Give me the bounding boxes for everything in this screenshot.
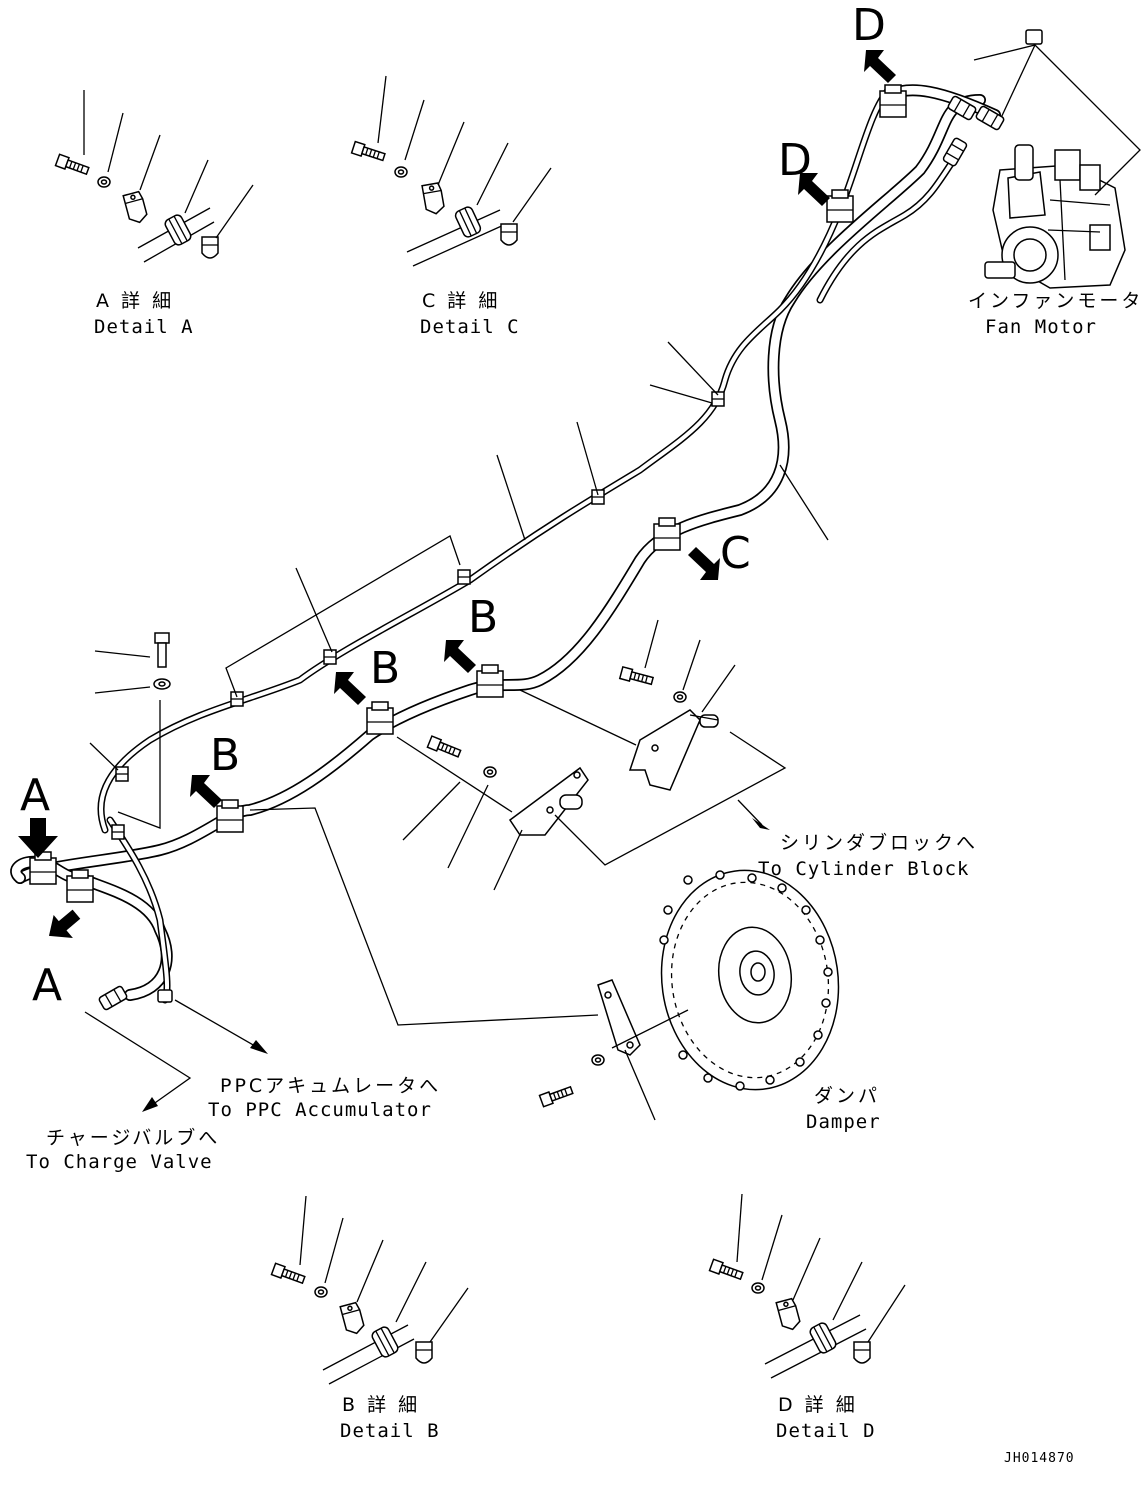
bolt-icon: [54, 153, 91, 178]
grommet-icon: [162, 212, 194, 248]
view-arrow-icon: [190, 775, 222, 808]
bolt-icon: [426, 735, 463, 760]
bolt-icon: [350, 140, 387, 164]
detail-b: B 詳 細 Detail B: [270, 1195, 469, 1442]
clamp-icon: [216, 799, 244, 833]
clamp-icon: [366, 701, 394, 735]
tube-icon: [97, 84, 894, 834]
bracket-icon: [628, 709, 719, 791]
view-letter-c: C: [720, 528, 751, 579]
fitting-icon: [941, 136, 969, 168]
clamp-icon: [201, 236, 219, 259]
view-arrow-icon: [18, 818, 58, 858]
ppc-charge-callouts: PPCアキュムレータへ To PPC Accumulator チャージバルブへ …: [26, 999, 441, 1173]
clamp-icon: [457, 569, 471, 585]
bolt-icon: [619, 666, 655, 688]
bracket-icon: [597, 979, 641, 1056]
view-arrow-icon: [798, 173, 830, 206]
clamp-icon: [323, 649, 337, 665]
clamp-icon: [500, 223, 518, 246]
bolt-icon: [538, 1083, 575, 1108]
clamp-icon: [122, 190, 150, 226]
detail-d: D 詳 細 Detail D: [708, 1193, 906, 1442]
view-arrow-icon: [444, 640, 476, 673]
charge-valve-jp-label: チャージバルブへ: [46, 1126, 220, 1149]
washer-icon: [97, 176, 111, 188]
clamp-icon: [853, 1341, 871, 1364]
detail-c: C 詳 細 Detail C: [350, 75, 552, 338]
clamp-icon: [421, 181, 446, 217]
detail-c-jp-label: C 詳 細: [422, 290, 500, 312]
fan-motor: インファンモータ Fan Motor: [968, 29, 1143, 338]
view-letter-a-bottom: A: [32, 960, 62, 1011]
washer-icon: [394, 166, 408, 178]
damper-label: Damper: [806, 1111, 881, 1133]
detail-a-label: Detail A: [94, 316, 194, 338]
piping: [10, 84, 1006, 1012]
view-arrow-icon: [864, 50, 896, 83]
detail-b-label: Detail B: [340, 1420, 440, 1442]
damper-icon: [659, 869, 840, 1091]
grommet-icon: [369, 1324, 401, 1360]
washer-icon: [314, 1286, 328, 1298]
clamp-icon: [415, 1341, 433, 1364]
cylinder-block-label: To Cylinder Block: [758, 858, 969, 880]
bolt-icon: [270, 1262, 307, 1287]
detail-a: A 詳 細 Detail A: [54, 90, 254, 338]
clamp-icon: [775, 1297, 803, 1333]
bracket-icon: [508, 766, 589, 836]
leader-lines: [89, 341, 829, 829]
fitting-icon: [97, 984, 129, 1012]
view-letter-b-left: B: [210, 730, 240, 781]
hose-icon: [322, 1324, 409, 1371]
view-arrows: A A B B B C D D: [18, 0, 896, 1011]
left-bolt-group: [153, 632, 171, 690]
detail-a-jp-label: A 詳 細: [96, 290, 174, 312]
washer-icon: [591, 1054, 605, 1066]
hose-icon: [764, 1314, 861, 1365]
clamp-icon: [339, 1301, 367, 1337]
fitting-icon: [974, 104, 1006, 132]
damper-jp-label: ダンパ: [814, 1085, 880, 1107]
clamp-icon: [476, 664, 504, 698]
damper: ダンパ Damper: [249, 807, 881, 1133]
clamp-icon: [111, 824, 125, 840]
detail-d-label: Detail D: [776, 1420, 876, 1442]
charge-valve-label: To Charge Valve: [26, 1151, 213, 1173]
view-arrow-icon: [334, 672, 366, 705]
grommet-icon: [807, 1320, 839, 1356]
view-letter-d-top: D: [852, 0, 886, 51]
view-arrow-icon: [48, 909, 81, 939]
fitting-icon: [1025, 29, 1043, 45]
fan-motor-label: Fan Motor: [985, 316, 1097, 338]
detail-d-jp-label: D 詳 細: [778, 1394, 858, 1416]
washer-icon: [673, 691, 687, 703]
bolt-icon: [154, 632, 170, 668]
cylinder-block-brackets: シリンダブロックへ To Cylinder Block: [396, 619, 978, 891]
detail-b-jp-label: B 詳 細: [342, 1394, 420, 1416]
fan-motor-icon: [984, 144, 1126, 289]
ppc-accumulator-jp-label: PPCアキュムレータへ: [220, 1075, 441, 1097]
view-letter-b-middle: B: [370, 643, 400, 694]
view-letter-a-top: A: [20, 770, 50, 821]
clamp-icon: [230, 691, 244, 707]
grommet-icon: [453, 204, 483, 240]
fan-motor-jp-label: インファンモータ: [968, 290, 1143, 312]
drawing-code: JH014870: [1004, 1451, 1075, 1466]
view-arrow-icon: [688, 547, 720, 580]
view-letter-b-right: B: [468, 592, 498, 643]
washer-icon: [483, 766, 497, 778]
hose-icon: [406, 209, 501, 253]
clamp-icon: [653, 517, 681, 551]
ppc-accumulator-label: To PPC Accumulator: [208, 1099, 432, 1121]
fitting-icon: [157, 989, 173, 1003]
cylinder-block-jp-label: シリンダブロックへ: [780, 831, 978, 854]
washer-icon: [751, 1282, 765, 1294]
clamp-icon: [591, 489, 605, 505]
bolt-icon: [708, 1258, 745, 1283]
detail-c-label: Detail C: [420, 316, 520, 338]
